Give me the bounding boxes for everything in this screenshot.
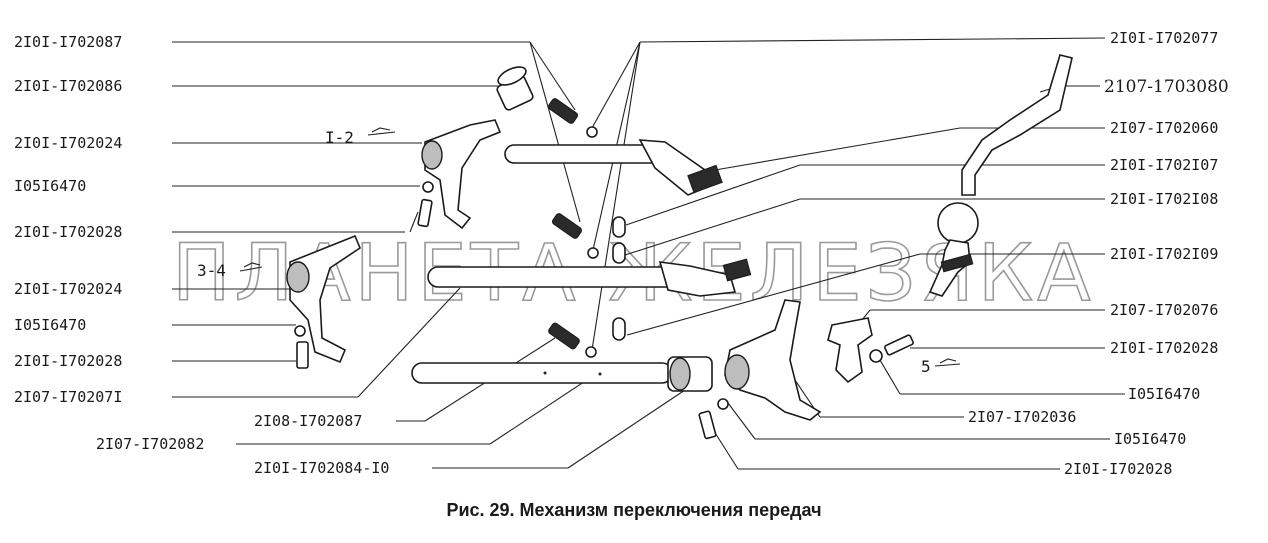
- bushing-top: [496, 66, 534, 111]
- washer-3: [717, 398, 729, 410]
- label-right: 2I0I-I702I09: [1110, 245, 1218, 263]
- label-left: 2I0I-I702087: [14, 33, 122, 51]
- label-right: I05I6470: [1128, 385, 1200, 403]
- bolt-4: [884, 334, 914, 356]
- label-right: 2I0I-I702028: [1110, 339, 1218, 357]
- gear-mark-5: 5: [921, 357, 931, 376]
- gear-mark-1-2: I-2: [325, 128, 354, 147]
- arrow-1-2-icon: [367, 127, 396, 136]
- label-left: I05I6470: [14, 316, 86, 334]
- washer-2: [294, 325, 306, 337]
- fork-rod-middle: [427, 258, 752, 297]
- spring-middle: [551, 213, 583, 239]
- label-left: 2I0I-I702028: [14, 223, 122, 241]
- bolt-2: [296, 341, 309, 369]
- label-left: 2I0I-I702086: [14, 77, 122, 95]
- arrow-5-icon: [934, 358, 961, 367]
- spring-lower: [548, 322, 580, 350]
- label-left: I05I6470: [14, 177, 86, 195]
- label-right: I05I6470: [1114, 430, 1186, 448]
- label-right: 2I0I-I702077: [1110, 29, 1218, 47]
- labels-right: 2I0I-I702077 2107-1703080 2I07-I702060 2…: [968, 29, 1229, 478]
- selector-lever-5: [827, 317, 873, 384]
- label-left: 2I0I-I702024: [14, 280, 122, 298]
- washer-4: [869, 349, 883, 363]
- bolt-3: [698, 410, 717, 440]
- arrow-3-4-icon: [239, 262, 263, 272]
- label-right: 2I0I-I702I08: [1110, 190, 1218, 208]
- gear-mark-3-4: 3-4: [197, 261, 226, 280]
- figure-caption: Рис. 29. Механизм переключения передач: [446, 500, 822, 520]
- pin-2: [612, 242, 626, 264]
- fork-5: [724, 299, 822, 421]
- labels-bottom: 2I08-I702087 2I07-I702082 2I0I-I702084-I…: [96, 412, 389, 477]
- label-right: 2I07-I702036: [968, 408, 1076, 426]
- labels-left: 2I0I-I702087 2I0I-I702086 2I0I-I702024 I…: [14, 33, 122, 406]
- fork-rod-upper: [504, 139, 723, 196]
- label-left: 2I0I-I702028: [14, 352, 122, 370]
- label-right: 2I0I-I702I07: [1110, 156, 1218, 174]
- fork-3-4: [286, 234, 361, 364]
- fork-rod-lower: [411, 362, 673, 384]
- label-bottom: 2I07-I702082: [96, 435, 204, 453]
- label-bottom: 2I08-I702087: [254, 412, 362, 430]
- pin-1: [612, 216, 626, 238]
- label-right: 2I07-I702076: [1110, 301, 1218, 319]
- label-bottom: 2I0I-I702084-I0: [254, 459, 389, 477]
- fork-1-2: [421, 119, 502, 230]
- spring-top: [547, 98, 579, 124]
- pin-3: [612, 317, 626, 341]
- label-left: 2I0I-I702024: [14, 134, 122, 152]
- label-right: 2I0I-I702028: [1064, 460, 1172, 478]
- label-right: 2I07-I702060: [1110, 119, 1218, 137]
- ball-1: [586, 126, 598, 138]
- washer-1: [422, 181, 434, 193]
- bushing-bottom: [667, 356, 713, 392]
- label-right: 2107-1703080: [1104, 77, 1229, 97]
- shift-lever: [928, 54, 1073, 297]
- ball-2: [587, 247, 599, 259]
- bolt-1: [417, 198, 433, 228]
- ball-3: [585, 346, 597, 358]
- label-left: 2I07-I70207I: [14, 388, 122, 406]
